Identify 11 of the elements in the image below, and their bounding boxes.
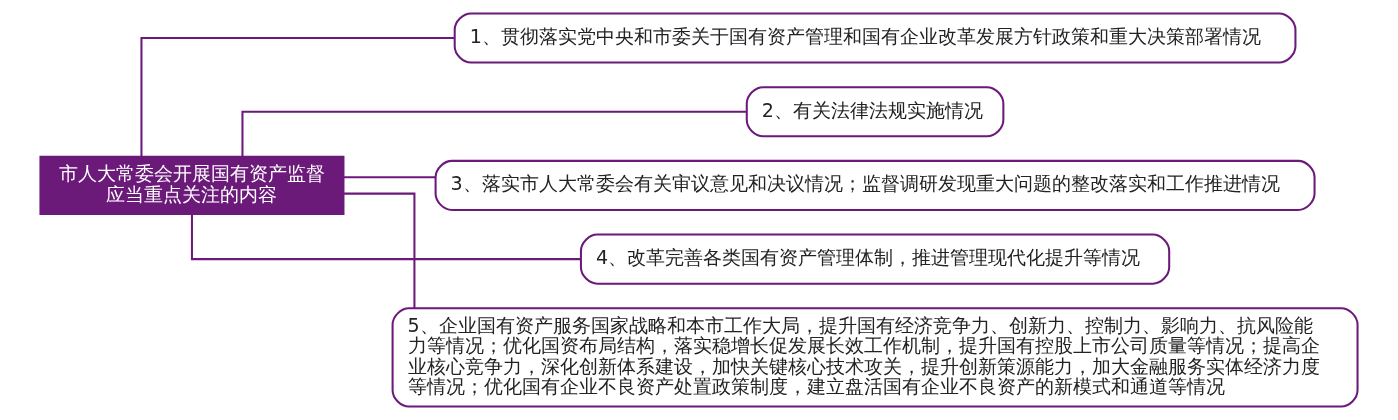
connector xyxy=(190,214,581,261)
node-box: 3、落实市人大常委会有关审议意见和决议情况；监督调研发现重大问题的整改落实和工作推进情况 xyxy=(434,159,1316,212)
node-box: 5、企业国有资产服务国家战略和本市工作大局，提升国有经济竞争力、创新力、控制力、影响力、抗风险能力等情况；优化国资布局结构，落实稳增长促发展长效工作机制，提升国有控股上市公司质量等情况；提高企业核心竞争力，深化创新体系建设，加快关键核心技术攻关，提升创新策源能力，加大金融服务实体经济力度等情况；优化国有企业不良资产处置政策制度，建立盘活国有企业不良资产的新模式和通道等情况 xyxy=(391,307,1359,408)
connector xyxy=(344,192,416,309)
connector xyxy=(241,110,747,157)
connector xyxy=(343,176,436,179)
node-box: 市人大常委会开展国有资产监督应当重点关注的内容 xyxy=(39,155,345,216)
node-box: 1、贯彻落实党中央和市委关于国有资产管理和国有企业改革发展方针政策和重大决策部署情况 xyxy=(453,12,1297,64)
node-box: 2、有关法律法规实施情况 xyxy=(745,86,1005,138)
connector xyxy=(140,37,455,157)
node-box: 4、改革完善各类国有资产管理体制，推进管理现代化提升等情况 xyxy=(579,233,1171,285)
